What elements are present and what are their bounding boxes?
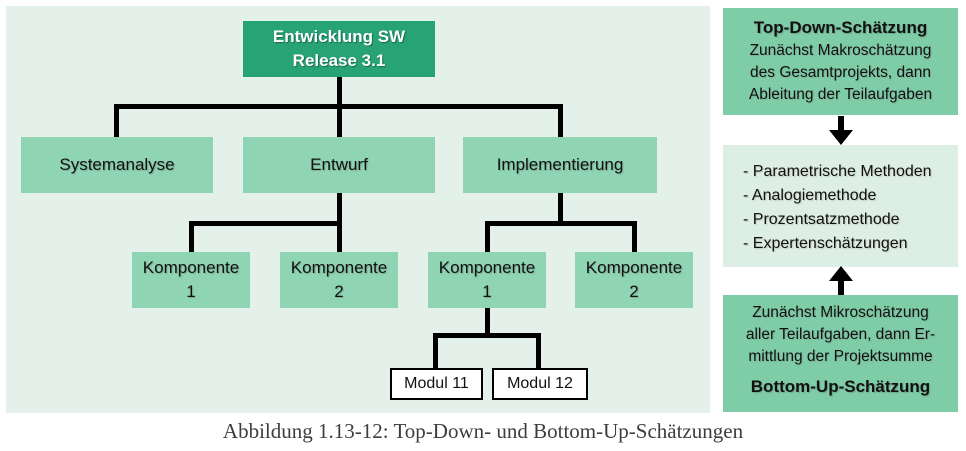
node-modul-11: Modul 11 — [390, 368, 483, 400]
method-item: - Analogiemethode — [743, 187, 877, 204]
method-item: - Parametrische Methoden — [743, 163, 932, 180]
connector-modul-hbar — [432, 332, 541, 338]
node-entwurf: Entwurf — [243, 137, 435, 193]
connector-level1-hbar — [113, 103, 563, 109]
connector-implementierung-drop-top — [557, 103, 563, 137]
connector-systemanalyse-drop — [113, 103, 119, 137]
top-down-body: Zunächst Makroschätzung des Gesamtprojek… — [748, 42, 933, 103]
node-impl-komponente-2: Komponente 2 — [575, 252, 693, 308]
connector-entwurf-k1-drop — [188, 220, 194, 252]
methods-box: - Parametrische Methoden - Analogiemetho… — [723, 145, 958, 267]
node-entwurf-komponente-1: Komponente 1 — [132, 252, 250, 308]
method-item: - Expertenschätzungen — [743, 235, 908, 252]
top-down-box: Top-Down-Schätzung Zunächst Makroschätzu… — [723, 8, 958, 115]
bottom-up-box: Zunächst Mikroschätzung aller Teilaufgab… — [723, 295, 958, 412]
figure-caption: Abbildung 1.13-12: Top-Down- und Bottom-… — [222, 419, 744, 443]
connector-impl-hbar — [484, 220, 637, 226]
node-modul-12: Modul 12 — [492, 368, 588, 400]
connector-modul11-drop — [432, 332, 438, 368]
connector-impl-k2-drop — [631, 220, 637, 252]
node-systemanalyse: Systemanalyse — [21, 137, 213, 193]
connector-modul12-drop — [535, 332, 541, 368]
connector-entwurf-hbar — [188, 220, 342, 226]
node-entwurf-komponente-2: Komponente 2 — [280, 252, 398, 308]
connector-impl-k1-drop — [484, 220, 490, 252]
method-item: - Prozentsatzmethode — [743, 211, 900, 228]
node-impl-komponente-1: Komponente 1 — [428, 252, 546, 308]
bottom-up-title: Bottom-Up-Schätzung — [750, 377, 931, 396]
connector-impl-drop — [557, 193, 563, 223]
bottom-up-body: Zunächst Mikroschätzung aller Teilaufgab… — [745, 304, 936, 365]
node-implementierung: Implementierung — [463, 137, 657, 193]
connector-komp1-drop — [484, 308, 490, 338]
node-root: Entwicklung SW Release 3.1 — [243, 21, 435, 77]
top-down-title: Top-Down-Schätzung — [753, 18, 928, 37]
